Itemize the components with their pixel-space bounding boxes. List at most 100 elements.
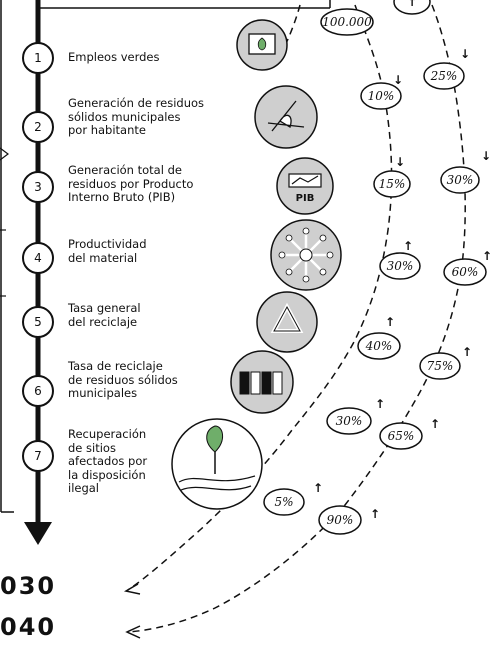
site-recovery-icon: [171, 418, 263, 510]
indicator-label-line: del reciclaje: [68, 314, 138, 329]
indicator-label-line: ilegal: [68, 481, 100, 495]
trend-arrow: ↑: [384, 315, 396, 329]
indicator-label: Empleos verdes: [68, 50, 160, 65]
trend-arrow: ↑: [369, 507, 381, 521]
indicator-label-line: la disposición: [68, 467, 146, 482]
target-value: 60%: [451, 265, 479, 279]
node-dot: [285, 234, 293, 242]
target-ellipse: [419, 352, 461, 380]
recycle-outline: [273, 305, 301, 332]
indicator-label-line: Generación total de: [68, 163, 182, 177]
bins-icon: [230, 350, 294, 414]
target-ellipse: [443, 258, 487, 286]
center-node: [299, 248, 313, 262]
target-value: 15%: [378, 177, 406, 191]
icon-circle: [171, 418, 263, 510]
step-number-circle: 4: [22, 242, 54, 274]
target-value: 90%: [326, 513, 354, 527]
indicator-label-line: del material: [68, 250, 138, 265]
arc-arrowhead-2040: [125, 625, 141, 639]
trend-arrow: ↑: [374, 397, 386, 411]
trend-arrow: ↑: [429, 417, 441, 431]
trend-arrow: ↑: [481, 249, 493, 263]
target-ellipse: [379, 422, 423, 450]
target-ellipse: [318, 505, 362, 535]
target-ellipse: [357, 332, 401, 360]
node-dot: [319, 268, 327, 276]
target-value: 5%: [274, 495, 294, 509]
indicator-label-line: Generación de residuos: [68, 96, 205, 110]
target-ellipse: [423, 62, 465, 90]
trend-arrow: ↓: [392, 73, 404, 87]
edge-mark: [0, 147, 9, 161]
target-value: 65%: [387, 429, 415, 443]
trend-arrow: ↑: [402, 239, 414, 253]
year-label: 040: [0, 613, 57, 641]
trend-arrow: ↓: [394, 155, 406, 169]
green-jobs-icon: [236, 19, 288, 71]
indicator-label-line: Recuperación: [68, 427, 147, 441]
target-value: 30%: [446, 173, 474, 187]
target-ellipse: [440, 166, 480, 194]
node-dot: [326, 251, 334, 259]
indicator-label-line: de residuos sólidos: [68, 372, 178, 387]
step-number-circle: 2: [22, 111, 54, 143]
timeline-arrowhead: [24, 522, 52, 545]
ground-line: [178, 475, 256, 483]
year-label: 030: [0, 572, 57, 600]
indicator-label-line: Empleos verdes: [68, 50, 160, 64]
step-number-circle: 6: [22, 375, 54, 407]
leaf-shape: [257, 37, 267, 51]
target-value: 25%: [430, 69, 458, 83]
indicator-label-line: sólidos municipales: [68, 109, 181, 124]
arc-2030: [127, 4, 393, 591]
target-value: 30%: [386, 259, 414, 273]
recycling-icon: [256, 291, 318, 353]
indicator-label-line: de sitios: [68, 440, 116, 455]
target-ellipse: [263, 488, 305, 516]
target-value: 30%: [335, 414, 363, 428]
node-dot: [302, 275, 310, 283]
node-dot: [285, 268, 293, 276]
trend-arrow: ↑: [406, 0, 418, 9]
step-number-circle: 7: [22, 440, 54, 472]
bin-shape: [250, 371, 261, 395]
gdp-icon: PIB: [276, 157, 334, 215]
bin-shape: [272, 371, 283, 395]
indicator-label-line: residuos por Producto: [68, 176, 194, 191]
target-ellipse: [326, 407, 372, 435]
trend-arrow: ↑: [312, 481, 324, 495]
indicator-label-line: Interno Bruto (PIB): [68, 190, 176, 204]
household-waste-icon: [254, 85, 318, 149]
target-value: 40%: [365, 339, 393, 353]
target-ellipse: [373, 170, 411, 198]
material-productivity-icon: [270, 219, 342, 291]
trend-arrow: ↓: [480, 149, 492, 163]
step-number-circle: 3: [22, 171, 54, 203]
arc-2040: [127, 4, 466, 633]
leaf-shape: [206, 425, 223, 453]
waste-shape: [267, 100, 305, 132]
target-ellipse: [320, 8, 374, 36]
trend-arrow: ↓: [459, 47, 471, 61]
bin-shape: [261, 371, 272, 395]
icon-circle: [256, 291, 318, 353]
ground-line: [180, 485, 252, 491]
arc-arrowhead-2030: [123, 583, 141, 595]
step-number-circle: 1: [22, 42, 54, 74]
gdp-label: PIB: [296, 193, 315, 204]
node-dot: [319, 234, 327, 242]
trend-arrow: ↑: [461, 345, 473, 359]
target-ellipse: [360, 82, 402, 110]
node-dot: [278, 251, 286, 259]
target-ellipse: [393, 0, 431, 15]
indicator-label-line: Productividad: [68, 237, 147, 251]
indicator-label-line: afectados por: [68, 454, 148, 468]
indicator-label-line: Tasa de reciclaje: [68, 359, 163, 373]
